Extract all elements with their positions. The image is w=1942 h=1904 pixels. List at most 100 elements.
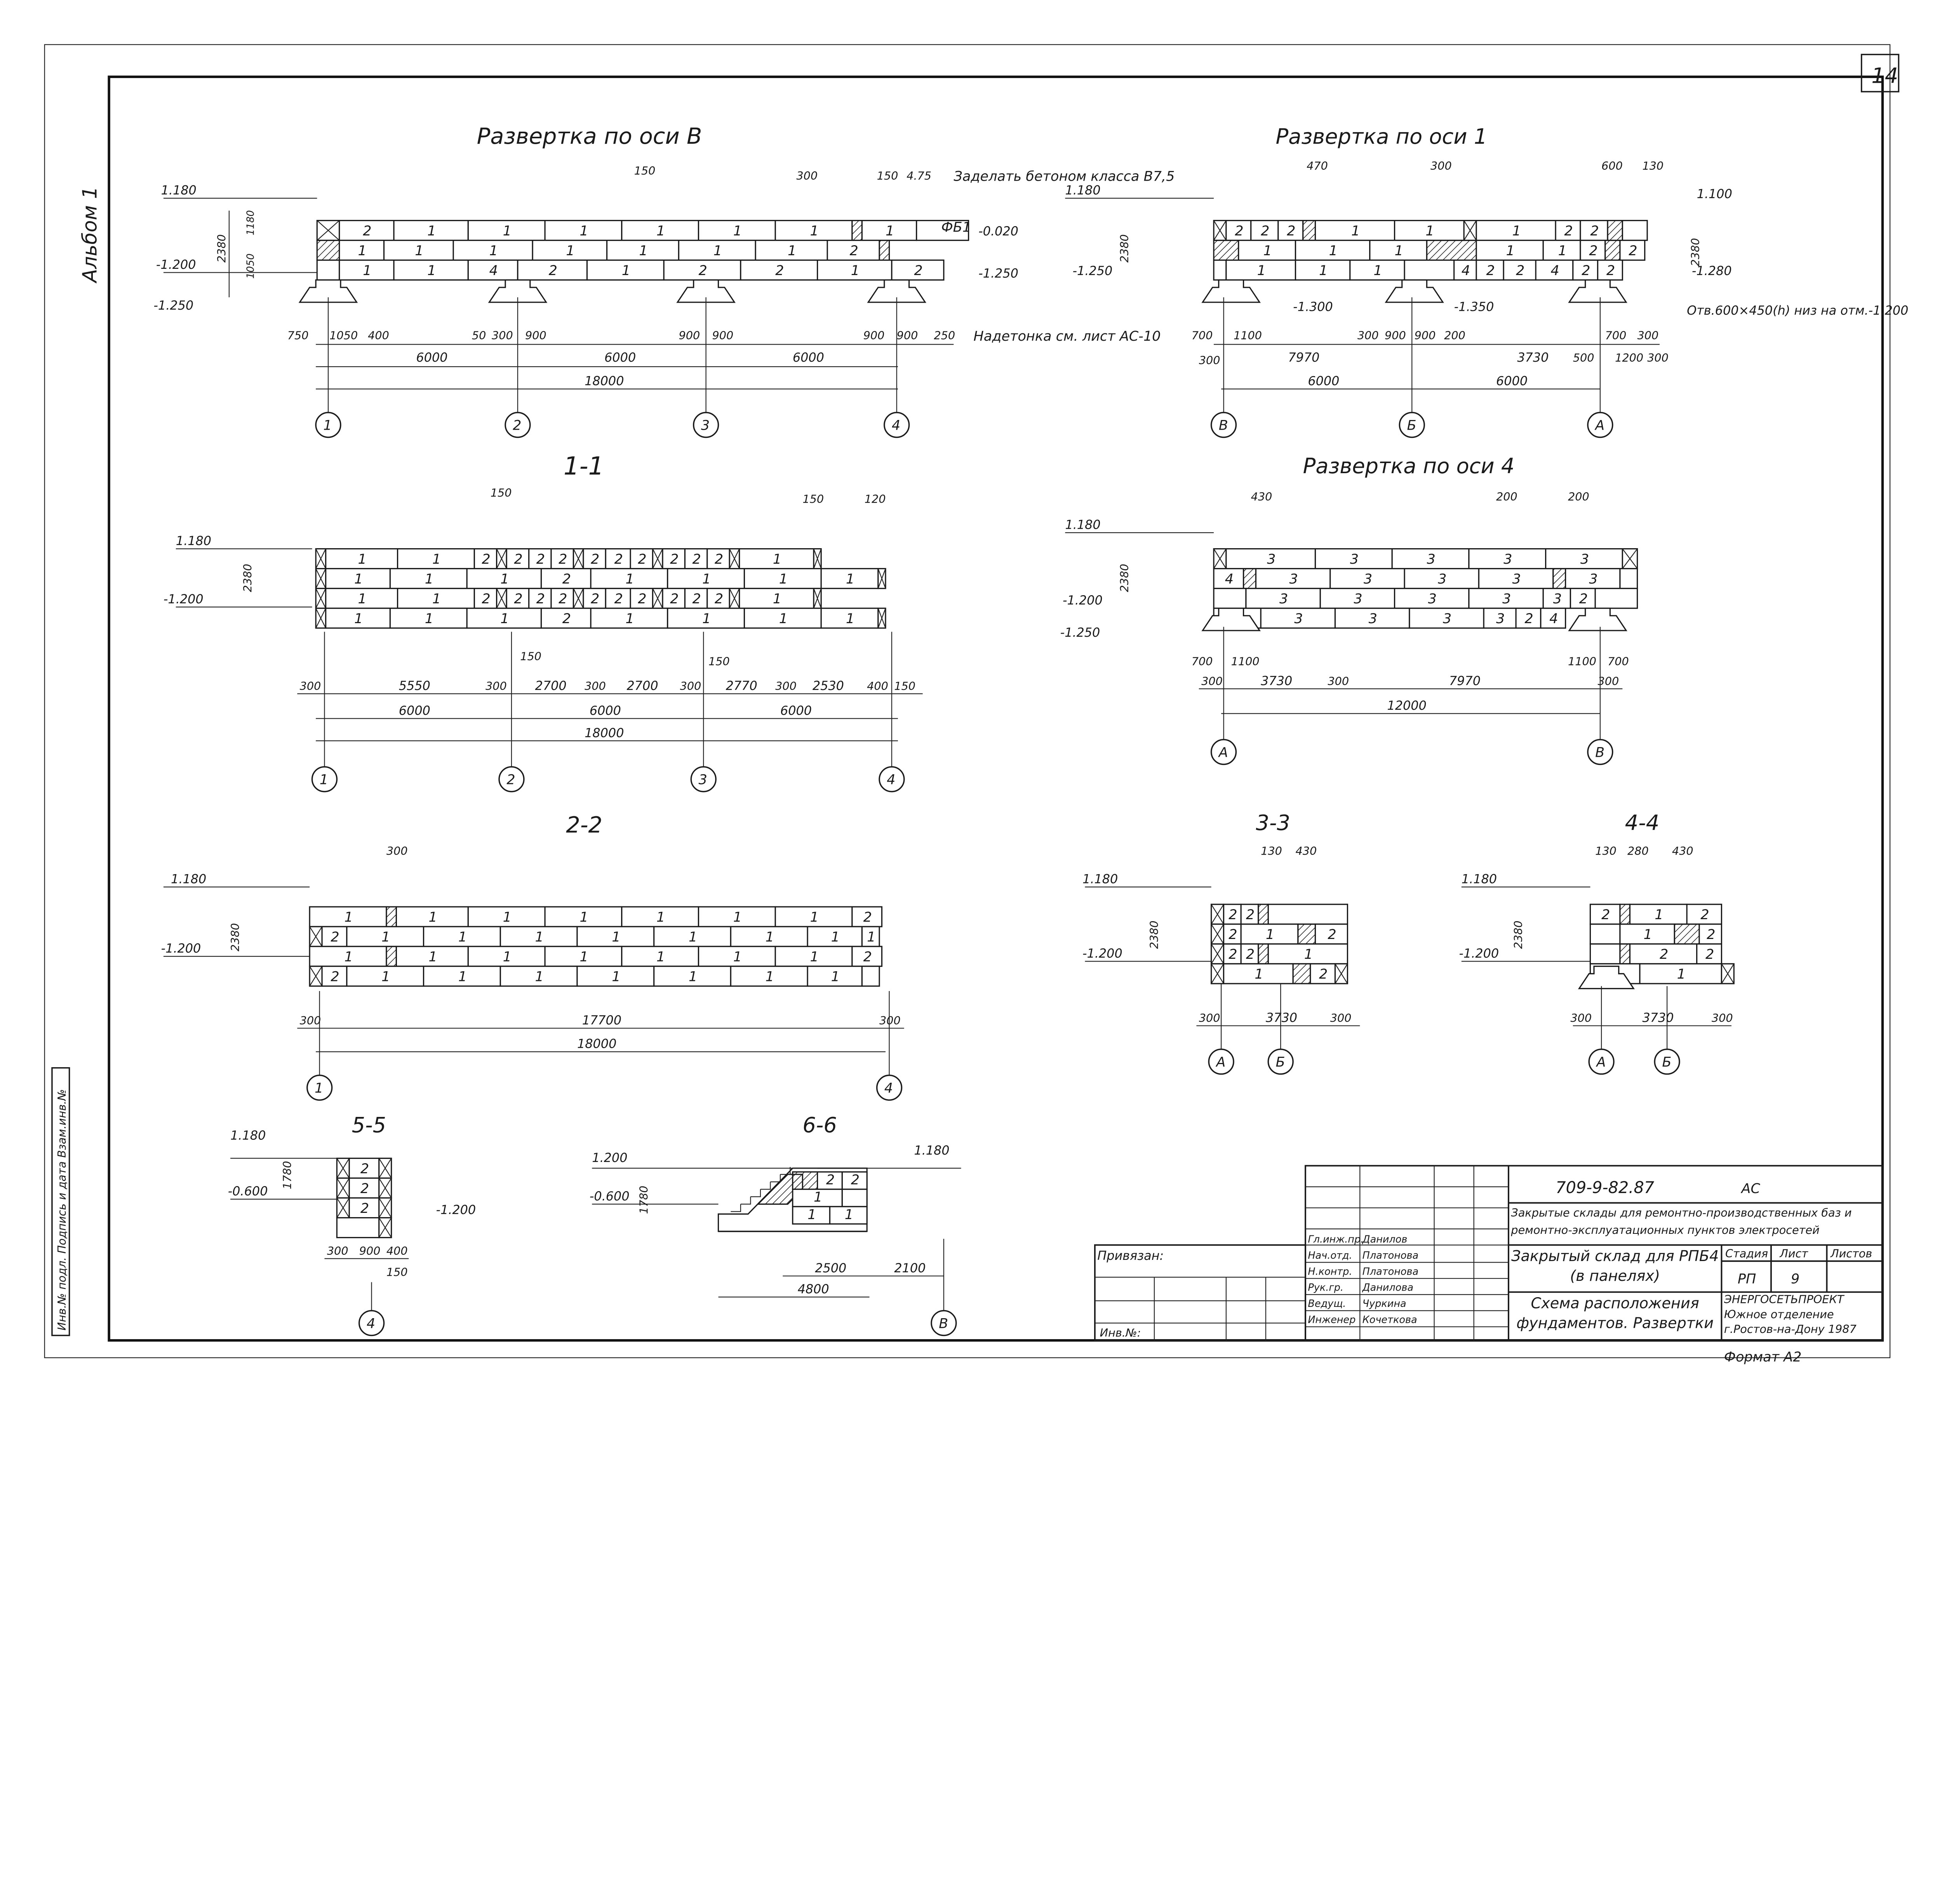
axis-1-axis-bubble	[1587, 412, 1613, 438]
sec11-block-mark: 1	[625, 611, 634, 627]
sec44-bd-2: 3730	[1642, 1010, 1674, 1025]
sec11-axis-label: 3	[698, 772, 707, 787]
sec22-block	[386, 906, 397, 927]
sec11-block-mark: 2	[638, 591, 646, 607]
axis-4-bd-6: 7970	[1449, 673, 1481, 688]
sec44-block-mark: 2	[1700, 907, 1709, 923]
sec11-axis-bubble	[498, 766, 525, 793]
axis-1-level-a: -1.300	[1293, 299, 1333, 314]
sec33-block-mark: 2	[1229, 946, 1237, 962]
sec33-block-mark: 2	[1246, 946, 1255, 962]
axis-v-block-mark: 1	[886, 223, 894, 239]
axis-1-bd-11: 1200	[1615, 351, 1643, 364]
sec55-axis-bubble	[358, 1310, 385, 1336]
sec33-axis-bubble	[1208, 1049, 1234, 1075]
margin-stamp	[51, 1067, 70, 1336]
sec44-block	[1589, 923, 1621, 945]
sec66-block-mark: 1	[845, 1207, 853, 1223]
axis-1-block	[1580, 240, 1606, 261]
axis-v-span-3: 6000	[793, 350, 824, 365]
axis-1-block-mark: 2	[1287, 223, 1295, 239]
tb-staff-name: Кочеткова	[1363, 1314, 1417, 1326]
sec11-top-dim-3: 120	[865, 493, 886, 506]
axis-v-block-mark: 1	[639, 243, 647, 259]
sec55-bd-3: 400	[386, 1244, 408, 1258]
sec44-axis-label: Б	[1662, 1054, 1671, 1070]
sec11-block	[325, 608, 391, 629]
axis-4-top-dim-3: 200	[1568, 490, 1589, 503]
axis-1-bd-13: 700	[1605, 329, 1627, 342]
sec11-block-cross	[496, 588, 507, 609]
axis-v-block-mark: 1	[579, 223, 588, 239]
sec44-axis-bubble	[1588, 1049, 1615, 1075]
sec11-bd-12: 150	[894, 679, 915, 693]
axis-v-level-right: -0.020	[978, 224, 1018, 239]
axis-4-bd-7: 1100	[1568, 655, 1596, 668]
axis-1-block-mark: 2	[1516, 263, 1524, 279]
axis-4-block	[1314, 548, 1393, 570]
sec66-step	[760, 1182, 771, 1190]
axis-v-bd-4: 50	[472, 329, 486, 342]
axis-v-level-low: -1.250	[153, 298, 193, 313]
sec22-block-mark: 1	[867, 929, 875, 945]
sec33-block	[1240, 923, 1299, 945]
axis-v-axis-label: 3	[701, 418, 710, 434]
axis-1-block	[1302, 220, 1316, 241]
tb-staff-name: Данилова	[1362, 1282, 1413, 1294]
sec22-block	[395, 946, 469, 967]
sec44-bd-3: 300	[1712, 1012, 1733, 1025]
sec44-bd-1: 300	[1570, 1012, 1592, 1025]
axis-4-block-mark: 3	[1364, 571, 1372, 587]
inner-frame	[108, 75, 1884, 1342]
axis-v-bd-5: 300	[492, 329, 513, 342]
axis-4-block-mark: 3	[1294, 611, 1303, 627]
sec11-block-cross	[729, 549, 740, 569]
axis-1-block	[1404, 260, 1455, 281]
sec33-bd-3: 300	[1330, 1012, 1352, 1025]
sec22-block-mark: 1	[535, 969, 544, 985]
axis-v-footing	[298, 279, 358, 303]
sec11-block	[820, 568, 879, 589]
sec33-top-dim-2: 430	[1295, 844, 1317, 857]
axis-4-block-mark: 3	[1428, 591, 1437, 607]
sec11-block-cross	[877, 608, 886, 629]
axis-4-block-mark: 3	[1503, 551, 1512, 567]
axis-v-block-mark: 1	[489, 243, 498, 259]
axis-1-level-right2: -1.280	[1692, 263, 1732, 278]
sec44-axis-label: А	[1596, 1054, 1606, 1070]
sec11-block	[583, 588, 606, 609]
axis-1-block-mark: 1	[1425, 223, 1434, 239]
axis-1-block-cross	[1213, 220, 1227, 241]
tb-sheet-title: Схема расположения фундаментов. Развертк…	[1516, 1294, 1714, 1332]
sec55-bd-2: 900	[359, 1244, 381, 1258]
sec55-block	[336, 1217, 380, 1239]
axis-v-axis-label: 4	[892, 418, 900, 434]
sec22-block-mark: 1	[579, 949, 588, 965]
sec11-block-mark: 1	[702, 571, 711, 587]
sec33-block	[1223, 963, 1294, 984]
sec55-block-mark: 2	[360, 1181, 369, 1197]
axis-1-footing	[1385, 279, 1444, 303]
axis-4-block-mark: 3	[1427, 551, 1435, 567]
axis-1-block-mark: 1	[1506, 243, 1515, 259]
sec66-level-top: 1.200	[592, 1150, 627, 1165]
sec22-block-mark: 1	[612, 929, 620, 945]
sec11-block	[684, 588, 708, 609]
axis-1-block-mark: 1	[1512, 223, 1521, 239]
sec22-block	[774, 946, 853, 967]
axis-v-block-mark: 1	[415, 243, 423, 259]
sec11-axis-label: 1	[320, 772, 328, 787]
axis-1-block-mark: 2	[1235, 223, 1243, 239]
axis-4-block-mark: 3	[1502, 591, 1511, 607]
sec44-block-mark: 2	[1601, 907, 1610, 923]
view-section-5-5: 5-5 222 1.180 -0.600 -1.200 1780 300 900…	[228, 1113, 476, 1336]
axis-1-block	[1213, 240, 1239, 261]
sec55-block-cross	[378, 1197, 392, 1218]
sec22-block	[698, 906, 776, 927]
sec44-title: 4-4	[1625, 810, 1660, 835]
axis-v-block	[393, 260, 469, 281]
axis-v-axis-label: 1	[323, 418, 332, 434]
axis-4-block-mark: 3	[1369, 611, 1377, 627]
